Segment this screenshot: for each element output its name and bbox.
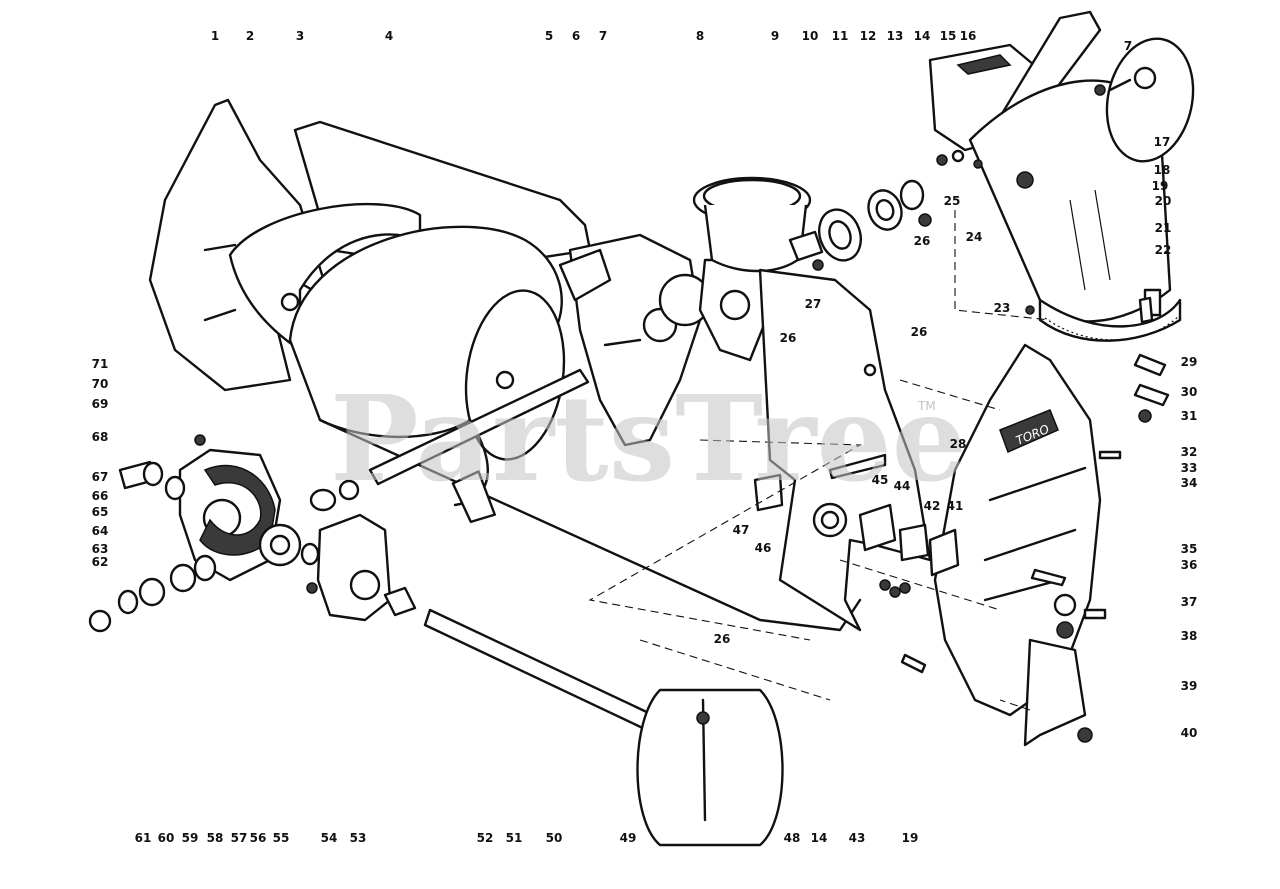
callout-9: 9 [771,29,779,43]
callout-4: 4 [385,29,393,43]
callout-14: 14 [811,831,828,845]
callout-32: 32 [1181,445,1198,459]
callout-46: 46 [755,541,772,555]
callout-38: 38 [1181,629,1198,643]
callout-1: 1 [211,29,219,43]
callout-37: 37 [1181,595,1198,609]
callout-19: 19 [1152,179,1169,193]
callout-52: 52 [477,831,494,845]
callout-60: 60 [158,831,175,845]
callout-55: 55 [273,831,290,845]
callout-36: 36 [1181,558,1198,572]
callout-30: 30 [1181,385,1198,399]
callout-65: 65 [92,505,109,519]
callout-21: 21 [1155,221,1172,235]
callout-47: 47 [733,523,750,537]
callout-23: 23 [994,301,1011,315]
callout-68: 68 [92,430,109,444]
callout-48: 48 [784,831,801,845]
auger-housing [148,98,862,632]
callout-50: 50 [546,831,563,845]
callout-18: 18 [1154,163,1171,177]
callout-45: 45 [872,473,889,487]
callout-67: 67 [92,470,109,484]
callout-57: 57 [231,831,248,845]
callout-14: 14 [914,29,931,43]
roller [636,688,784,847]
callout-59: 59 [182,831,199,845]
callout-70: 70 [92,377,109,391]
callout-10: 10 [802,29,819,43]
callout-26: 26 [914,234,931,248]
callout-35: 35 [1181,542,1198,556]
callout-26: 26 [714,632,731,646]
callout-5: 5 [545,29,553,43]
callout-15: 15 [940,29,957,43]
callout-40: 40 [1181,726,1198,740]
gearbox-assembly [88,434,417,633]
callout-26: 26 [911,325,928,339]
callout-28: 28 [950,437,967,451]
callout-39: 39 [1181,679,1198,693]
callout-8: 8 [696,29,704,43]
callout-34: 34 [1181,476,1198,490]
callout-58: 58 [207,831,224,845]
bearing-stack [788,179,932,271]
callout-13: 13 [887,29,904,43]
discharge-ring [692,176,812,273]
callout-17: 17 [1154,135,1171,149]
callout-25: 25 [944,194,961,208]
callout-7: 7 [1124,39,1132,53]
callout-24: 24 [966,230,983,244]
callout-71: 71 [92,357,109,371]
callout-7: 7 [599,29,607,43]
callout-43: 43 [849,831,866,845]
callout-12: 12 [860,29,877,43]
callout-54: 54 [321,831,338,845]
callout-33: 33 [1181,461,1198,475]
callout-2: 2 [246,29,254,43]
callout-6: 6 [572,29,580,43]
callout-42: 42 [924,499,941,513]
watermark: PartsTree TM [330,369,967,508]
callout-69: 69 [92,397,109,411]
watermark-tm: TM [917,399,936,413]
assembly-lines [588,210,1051,711]
callout-16: 16 [960,29,977,43]
callout-31: 31 [1181,409,1198,423]
callout-63: 63 [92,542,109,556]
right-side-plate: TORO [933,343,1102,747]
deflector [1094,37,1195,163]
callout-27: 27 [805,297,822,311]
callout-11: 11 [832,29,849,43]
callout-61: 61 [135,831,152,845]
callout-66: 66 [92,489,109,503]
callout-62: 62 [92,555,109,569]
callout-56: 56 [250,831,267,845]
callout-29: 29 [1181,355,1198,369]
watermark-text: PartsTree [330,369,967,508]
callout-19: 19 [902,831,919,845]
hardware-right [828,296,1170,743]
callout-20: 20 [1155,194,1172,208]
callout-26: 26 [780,331,797,345]
callout-3: 3 [296,29,304,43]
callout-22: 22 [1155,243,1172,257]
callout-44: 44 [894,479,911,493]
callout-41: 41 [947,499,964,513]
callout-64: 64 [92,524,109,538]
callout-53: 53 [350,831,367,845]
impeller [558,233,772,447]
callout-51: 51 [506,831,523,845]
callout-49: 49 [620,831,637,845]
